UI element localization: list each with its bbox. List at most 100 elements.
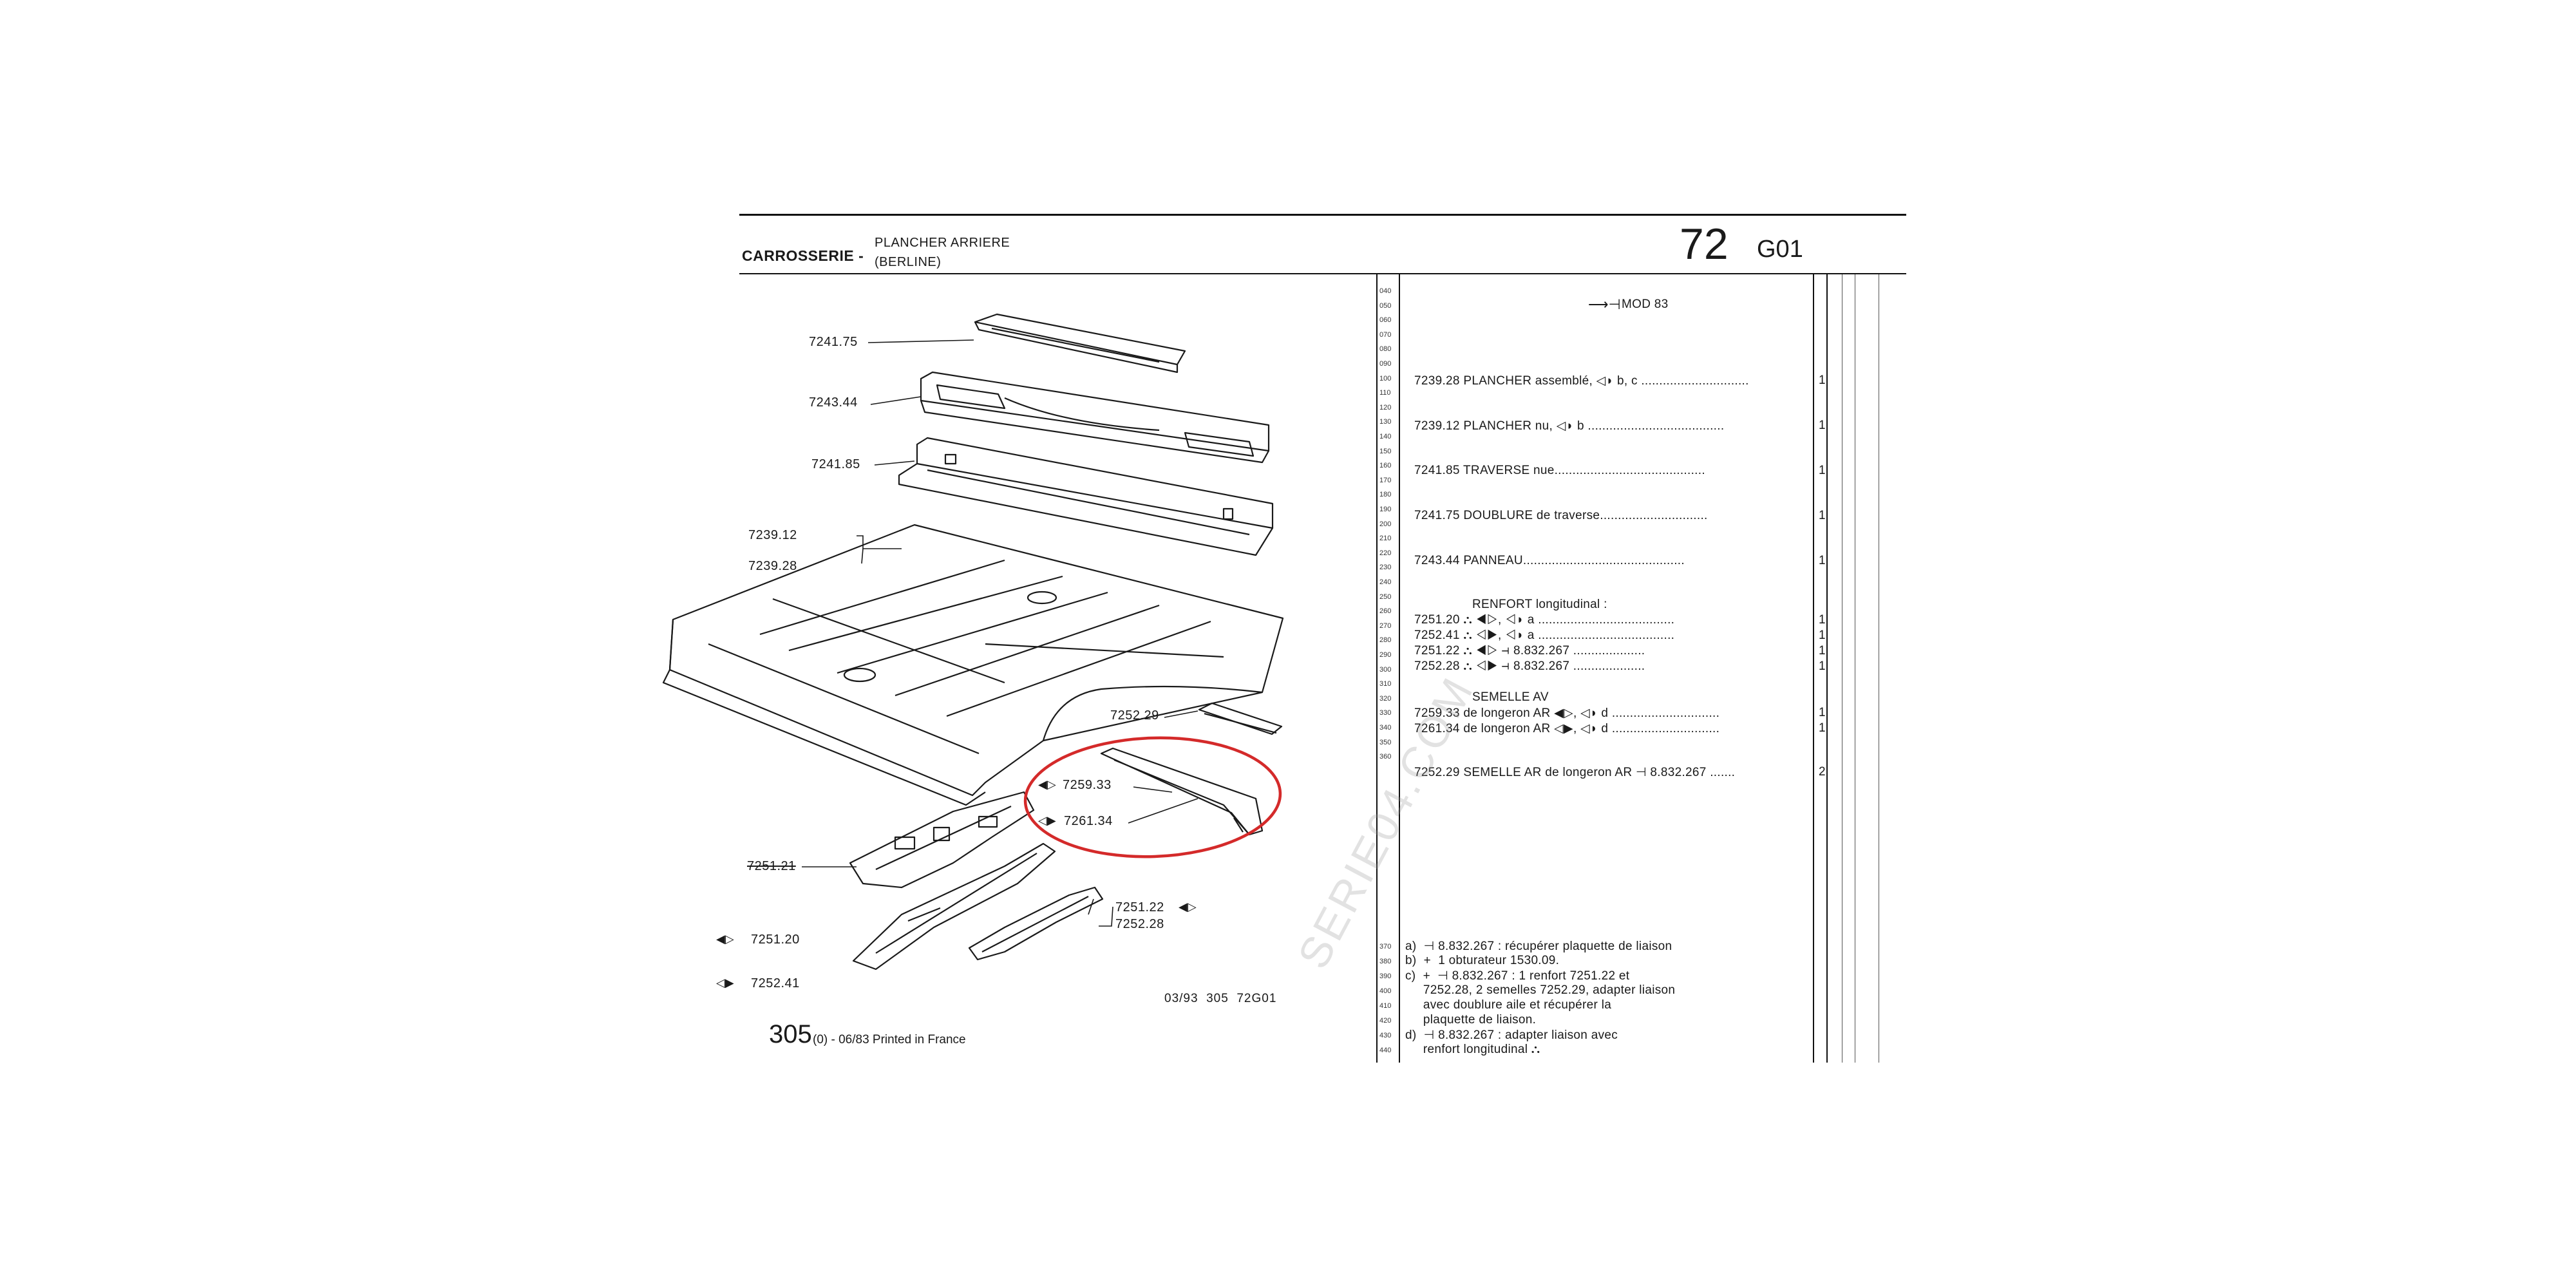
- part-7252-29-shape: [1198, 702, 1283, 735]
- callout-7259-33: 7259.33: [1063, 778, 1112, 792]
- footer-model: 305: [769, 1020, 812, 1048]
- qty-7252-28: 1: [1819, 659, 1826, 673]
- arrow-right-icon: ◁▶: [716, 976, 734, 989]
- group-code: G01: [1757, 236, 1803, 263]
- part-row-7252-29: 7252.29 SEMELLE AR de longeron AR ⊣ 8.83…: [1414, 766, 1736, 779]
- semelle-heading: SEMELLE AV: [1472, 690, 1549, 704]
- qty-7239-12: 1: [1819, 419, 1826, 432]
- header-bottom-rule: [739, 273, 1906, 274]
- line-number: 150: [1379, 447, 1392, 455]
- part-row-7239-12: 7239.12 PLANCHER nu, ◁◗ b ..............…: [1414, 419, 1725, 433]
- callout-7251-22: 7251.22: [1115, 900, 1164, 914]
- qty-7241-85: 1: [1819, 464, 1826, 477]
- part-row-7252-28: 7252.28 ⛬ ◁▶ ⊣ 8.832.267 ...............…: [1414, 659, 1645, 673]
- part-row-7261-34: 7261.34 de longeron AR ◁▶, ◁◗ d ........…: [1414, 722, 1720, 735]
- line-number: 400: [1379, 987, 1392, 995]
- line-number: 440: [1379, 1046, 1392, 1054]
- qty-7261-34: 1: [1819, 721, 1826, 735]
- callout-7243-44: 7243.44: [809, 395, 858, 410]
- arrow-left-icon: ◀▷: [1038, 778, 1056, 791]
- rule-linenum-left: [1376, 274, 1378, 1063]
- callout-7252-29: 7252.29: [1110, 708, 1159, 723]
- callout-7239-12: 7239.12: [748, 528, 797, 542]
- footnote-line: plaquette de liaison.: [1405, 1013, 1537, 1027]
- part-row-7243-44: 7243.44 PANNEAU.........................…: [1414, 554, 1685, 567]
- line-number: 240: [1379, 578, 1392, 586]
- part-7251-21-shape: [849, 791, 1035, 889]
- part-row-7251-22: 7251.22 ⛬ ◀▷ ⊣ 8.832.267 ...............…: [1414, 644, 1645, 658]
- line-number: 300: [1379, 665, 1392, 674]
- qty-7241-75: 1: [1819, 509, 1826, 522]
- qty-7251-22: 1: [1819, 644, 1826, 658]
- qty-7239-28: 1: [1819, 374, 1826, 387]
- line-number: 270: [1379, 621, 1392, 630]
- line-number: 090: [1379, 360, 1392, 368]
- part-7251-22-shape: [968, 886, 1104, 961]
- callout-7251-20: 7251.20: [751, 933, 800, 947]
- line-number: 370: [1379, 943, 1392, 951]
- line-number: 380: [1379, 958, 1392, 965]
- line-number: 420: [1379, 1017, 1392, 1025]
- line-number: 060: [1379, 316, 1392, 325]
- qty-7252-29: 2: [1819, 765, 1826, 779]
- rule-qty-right: [1826, 274, 1828, 1063]
- footnote-line: b) + 1 obturateur 1530.09.: [1405, 954, 1560, 967]
- footnote-line: 7252.28, 2 semelles 7252.29, adapter lia…: [1405, 983, 1676, 997]
- callout-7241-75: 7241.75: [809, 335, 858, 349]
- arrow-left-icon: ◀▷: [716, 933, 734, 945]
- line-number: 250: [1379, 592, 1392, 601]
- line-number: 120: [1379, 403, 1392, 412]
- line-number: 310: [1379, 680, 1392, 688]
- line-number: 040: [1379, 287, 1392, 295]
- line-number: 360: [1379, 753, 1392, 761]
- callout-7241-85: 7241.85: [811, 457, 860, 471]
- mod-arrow-icon: ⟶⊣: [1588, 296, 1621, 312]
- footnote-line: c) + ⊣ 8.832.267 : 1 renfort 7251.22 et: [1405, 969, 1630, 983]
- qty-7243-44: 1: [1819, 554, 1826, 567]
- line-number: 390: [1379, 972, 1392, 980]
- part-7239-floor-shape: [662, 524, 1284, 806]
- callout-7252-28: 7252.28: [1115, 917, 1164, 931]
- line-number: 220: [1379, 549, 1392, 557]
- part-row-7241-85: 7241.85 TRAVERSE nue....................…: [1414, 464, 1705, 477]
- line-number: 070: [1379, 330, 1392, 339]
- highlight-ellipse: [1023, 736, 1282, 858]
- line-number: 320: [1379, 694, 1392, 703]
- diagram-ref-code: 03/93 305 72G01: [1164, 992, 1277, 1005]
- footnote-line: renfort longitudinal ⛬: [1405, 1043, 1540, 1056]
- line-number: 160: [1379, 462, 1392, 470]
- line-number: 190: [1379, 506, 1392, 513]
- part-row-7239-28: 7239.28 PLANCHER assemblé, ◁◗ b, c .....…: [1414, 374, 1749, 388]
- callout-7252-41: 7252.41: [751, 976, 800, 990]
- line-number: 340: [1379, 724, 1392, 732]
- line-number: 430: [1379, 1032, 1392, 1039]
- callout-7251-21: 7251.21: [747, 859, 796, 873]
- line-number: 200: [1379, 520, 1392, 528]
- part-7259-33-shape: [1100, 747, 1264, 836]
- section-title: CARROSSERIE -: [742, 247, 864, 264]
- line-number: 230: [1379, 564, 1392, 572]
- mod-note: MOD 83: [1622, 298, 1669, 311]
- line-number: 140: [1379, 433, 1392, 440]
- line-number: 280: [1379, 636, 1392, 645]
- part-7243-44-shape: [920, 371, 1270, 464]
- qty-7259-33: 1: [1819, 706, 1826, 719]
- part-row-7259-33: 7259.33 de longeron AR ◀▷, ◁◗ d ........…: [1414, 706, 1720, 720]
- header-top-rule: [739, 214, 1906, 216]
- line-number: 410: [1379, 1002, 1392, 1010]
- part-row-7251-20: 7251.20 ⛬ ◀▷, ◁◗ a .....................…: [1414, 613, 1675, 627]
- arrow-left-icon: ◀▷: [1179, 900, 1197, 913]
- footnote-line: d) ⊣ 8.832.267 : adapter liaison avec: [1405, 1028, 1618, 1042]
- subtitle-line-2: (BERLINE): [875, 255, 942, 269]
- footnote-line: a) ⊣ 8.832.267 : récupérer plaquette de …: [1405, 940, 1672, 953]
- rule-linenum-right: [1399, 274, 1400, 1063]
- group-number: 72: [1680, 220, 1728, 269]
- line-number: 050: [1379, 301, 1392, 310]
- part-7241-85-shape: [898, 437, 1274, 556]
- part-7251-20-shape: [852, 842, 1056, 971]
- rule-qty-left: [1813, 274, 1814, 1063]
- renfort-heading: RENFORT longitudinal :: [1472, 598, 1607, 611]
- callout-7261-34: 7261.34: [1064, 814, 1113, 828]
- line-number: 350: [1379, 738, 1392, 746]
